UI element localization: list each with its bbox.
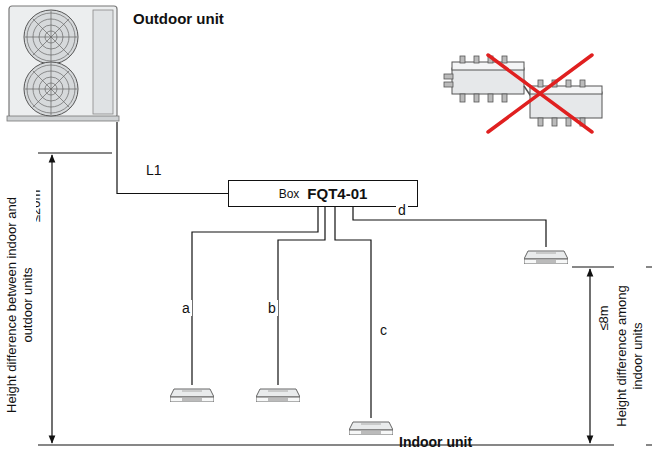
refrigerant-pipe: [192, 207, 318, 385]
ground-line: [38, 444, 652, 445]
outdoor-unit-shape: [5, 2, 121, 122]
refrigerant-pipe: [117, 122, 228, 194]
box-label: Box: [279, 187, 300, 201]
refrigerant-pipe: [278, 207, 325, 385]
pipe-label: L1: [144, 162, 164, 178]
pipe-label: d: [396, 202, 408, 218]
dimension-note: Height difference among indoor units: [614, 266, 646, 446]
refrigerant-pipe: [335, 207, 371, 418]
indoor-unit: [256, 385, 300, 402]
box-model: FQT4-01: [307, 185, 367, 202]
dimension-note: Height difference between indoor and out…: [4, 175, 36, 435]
indoor-unit-shape: [256, 385, 300, 402]
pipe-label: c: [378, 322, 389, 338]
distribution-box: Box FQT4-01: [228, 180, 418, 207]
forbidden-series-boxes: [444, 55, 602, 132]
indoor-unit: [524, 247, 568, 264]
indoor-unit-shape: [170, 385, 214, 402]
indoor-unit: [170, 385, 214, 402]
unit-label: Indoor unit: [399, 434, 472, 450]
indoor-unit: Indoor unit: [349, 418, 393, 435]
indoor-unit-shape: [524, 247, 568, 264]
pipe-label: b: [266, 300, 278, 316]
refrigerant-pipe: [353, 207, 546, 247]
unit-label: Outdoor unit: [133, 10, 224, 27]
pipe-label: a: [180, 300, 192, 316]
dimension-tick: [38, 152, 112, 153]
dimension-line: [51, 155, 52, 443]
outdoor-unit: Outdoor unit: [5, 2, 121, 122]
dimension-line: [589, 269, 590, 443]
indoor-unit-shape: [349, 418, 393, 435]
dimension-value: ≤8m: [596, 293, 612, 343]
